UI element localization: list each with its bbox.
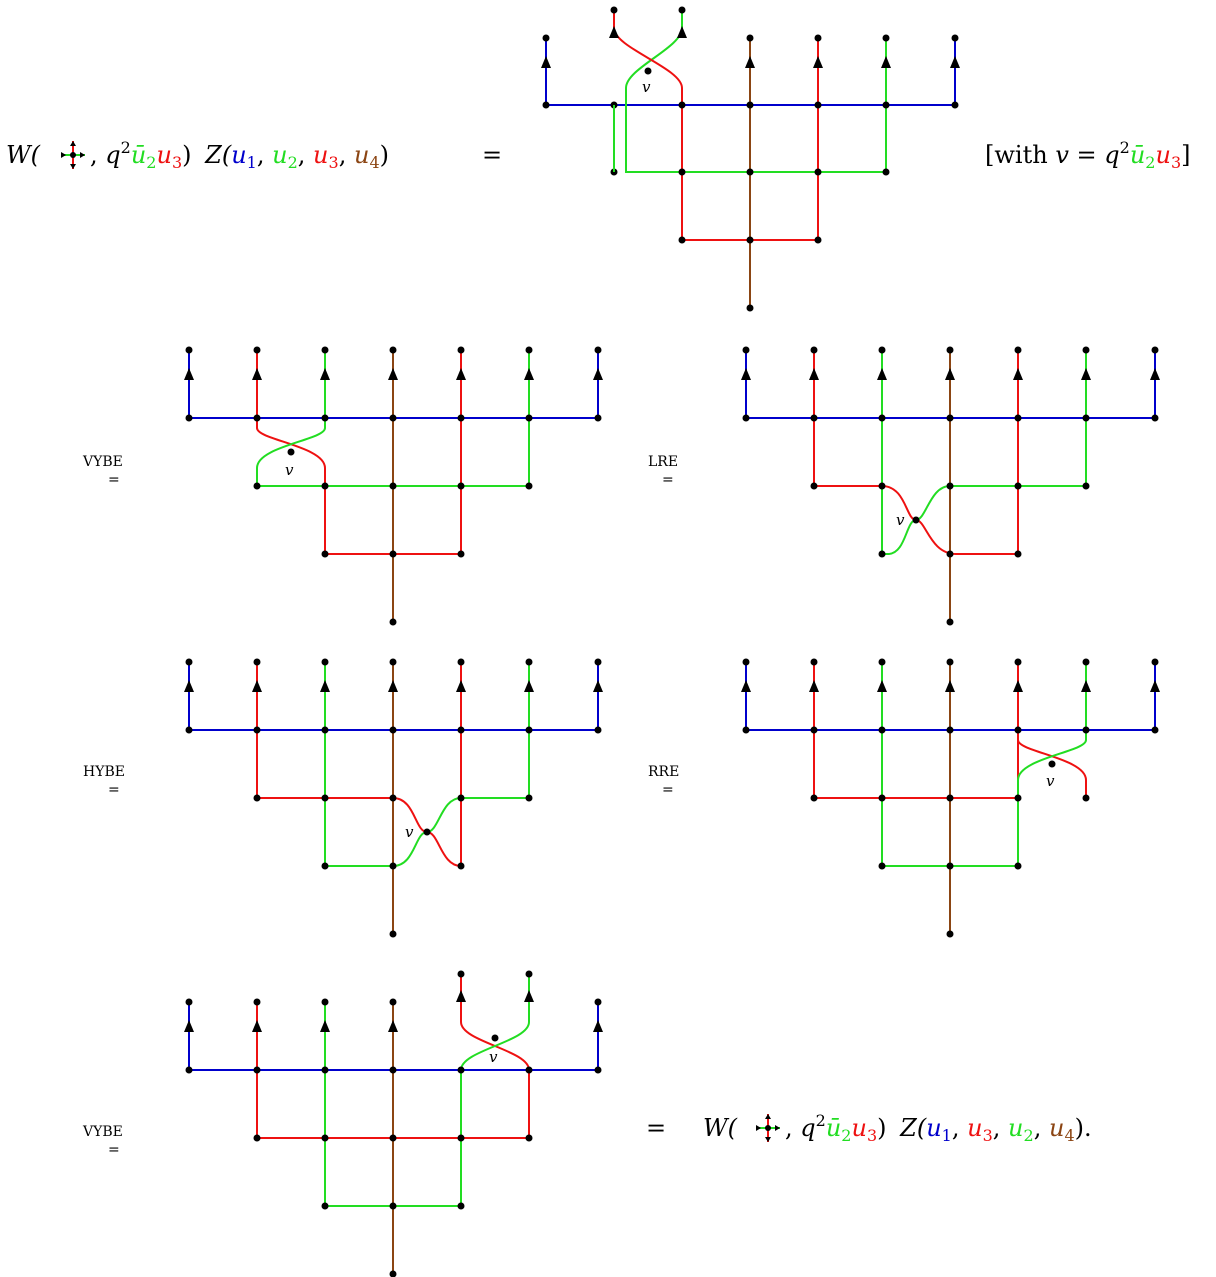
svg-text:=: = — [108, 782, 120, 798]
equals-sign: = — [482, 141, 502, 169]
diagram-initial: v — [541, 6, 960, 312]
svg-text:v: v — [489, 1048, 498, 1066]
z-arg-u2: u — [272, 141, 287, 169]
final-close-paren: ). — [1075, 1114, 1092, 1142]
svg-text:v: v — [1046, 772, 1055, 790]
z-final-arg-u4: u — [1049, 1114, 1064, 1142]
step-label-3: HYBE = — [83, 764, 125, 798]
diagram-final: v — [184, 970, 603, 1277]
z-final-arg-u2: u — [1008, 1114, 1023, 1142]
w-function-label: W( — [6, 141, 41, 169]
svg-text:=: = — [108, 472, 120, 488]
svg-text:=: = — [662, 472, 674, 488]
w-close-paren: ) — [182, 141, 191, 169]
z-arg-u1: u — [231, 141, 246, 169]
svg-text:LRE: LRE — [648, 454, 678, 470]
u2-bar-symbol: ū — [131, 141, 146, 169]
vertex-v-label: v — [642, 78, 651, 96]
q-exponent: 2 — [121, 138, 131, 157]
diagram-step-hybe: v — [184, 658, 603, 938]
svg-text:W(: W( — [703, 1114, 738, 1142]
z-final-arg-u3: u — [967, 1114, 982, 1142]
z-function-label: Z( — [204, 141, 232, 169]
svg-text:VYBE: VYBE — [82, 454, 123, 470]
svg-text:RRE: RRE — [648, 764, 679, 780]
equation-start: W( , q2ū2u3) Z(u1, u2, u3, u4) — [6, 138, 389, 172]
step-label-4: RRE = — [648, 764, 679, 798]
svg-text:[with v = q2ū2u3]: [with v = q2ū2u3] — [985, 138, 1191, 172]
crossing-vertex-icon — [756, 1114, 780, 1142]
svg-text:v: v — [896, 511, 905, 529]
step-label-2: LRE = — [648, 454, 678, 488]
with-note: [with v = q2ū2u3] — [985, 138, 1191, 172]
z-arg-u3: u — [313, 141, 328, 169]
svg-text:v: v — [285, 461, 294, 479]
q-symbol: q — [105, 141, 120, 169]
svg-text:, q2ū2u3) Z(u1, u3, u2,: , q2ū2u3) Z(u1, u3, u2, u4). — [785, 1111, 1092, 1145]
u2-bar-subscript: 2 — [146, 153, 156, 172]
svg-text:, q2ū2u3) Z(u1, u2, u3,: , q2ū2u3) Z(u1, u2, u3, u4) — [90, 138, 389, 172]
u3-subscript: 3 — [172, 153, 182, 172]
crossing-vertex-icon — [61, 141, 85, 169]
arg-separator: , — [90, 141, 105, 169]
z-arg-u4: u — [354, 141, 369, 169]
diagram-step-rre: v — [741, 658, 1160, 938]
u3-symbol: u — [156, 141, 171, 169]
svg-text:W(: W( — [6, 141, 41, 169]
svg-text:VYBE: VYBE — [82, 1124, 123, 1140]
svg-text:=: = — [108, 1142, 120, 1158]
diagram-step-vybe: v — [184, 346, 603, 626]
final-equals-sign: = — [646, 1114, 666, 1142]
equation-end: W( , q2ū2u3) Z(u1, u3, u2, u4). — [703, 1111, 1092, 1145]
step-label-1: VYBE = — [82, 454, 123, 488]
svg-text:HYBE: HYBE — [83, 764, 125, 780]
z-close-paren: ) — [380, 141, 389, 169]
svg-text:=: = — [662, 782, 674, 798]
z-final-arg-u1: u — [926, 1114, 941, 1142]
diagram-step-lre: v — [741, 346, 1160, 626]
step-label-5: VYBE = — [82, 1124, 123, 1158]
svg-text:v: v — [405, 823, 414, 841]
